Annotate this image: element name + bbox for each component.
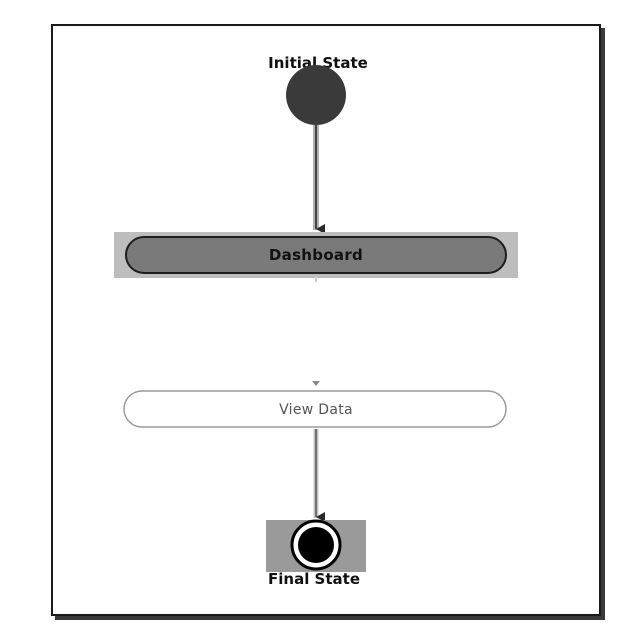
dashboard-node[interactable] xyxy=(125,236,507,274)
initial-state-label: Initial State xyxy=(268,54,368,72)
final-state-label: Final State xyxy=(268,570,360,588)
initial-state-node[interactable] xyxy=(286,65,346,125)
dashboard-node-label: Dashboard xyxy=(269,246,363,264)
final-state-node[interactable] xyxy=(298,527,334,563)
view-data-node-label: View Data xyxy=(279,402,353,418)
view-data-node[interactable] xyxy=(123,390,507,428)
transition-dashboard-viewdata-arrowhead xyxy=(312,381,320,386)
